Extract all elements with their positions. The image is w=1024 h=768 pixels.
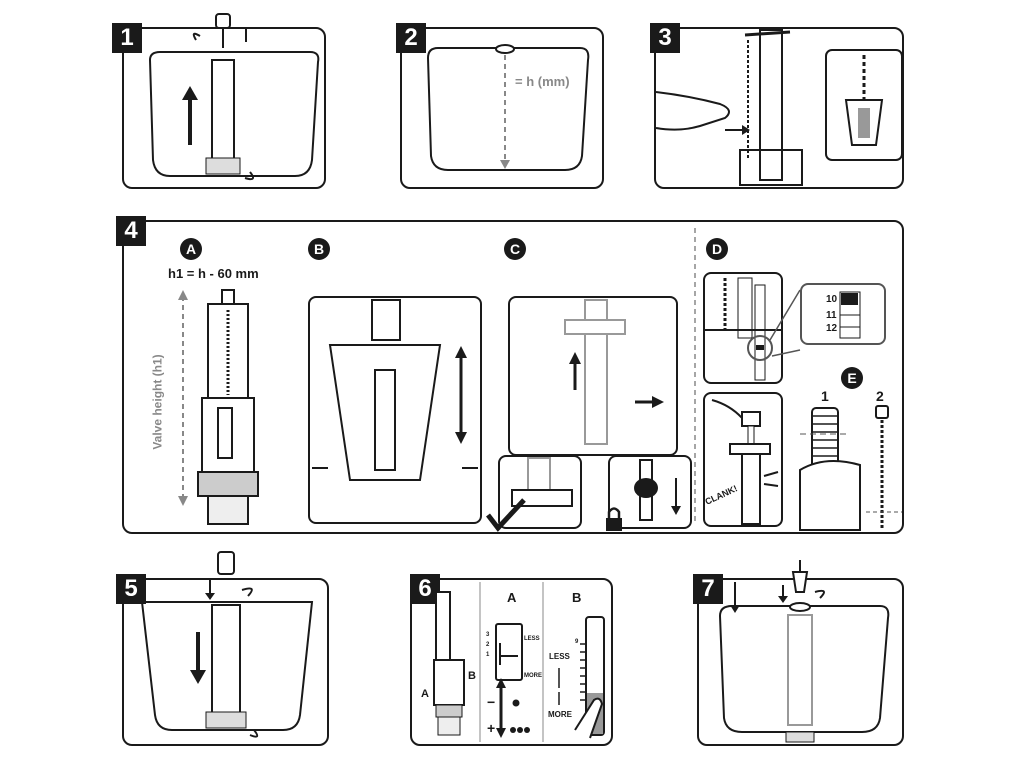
- checkmark-icon: [486, 498, 526, 532]
- plus-label: +: [487, 720, 496, 736]
- minus-label: −: [487, 694, 496, 710]
- step-6-badge: 6: [410, 574, 440, 604]
- scale-10: 10: [826, 294, 838, 305]
- a-more-label: MORE: [524, 673, 542, 679]
- padlock-icon: [606, 507, 622, 531]
- scale-a-1: 1: [486, 652, 490, 658]
- water-drop-icons: [510, 699, 530, 733]
- step-7-badge: 7: [693, 574, 723, 604]
- sub-d-badge: D: [706, 238, 728, 260]
- step-3-badge: 3: [650, 23, 680, 53]
- step-2-badge: 2: [396, 23, 426, 53]
- b-more-label: MORE: [548, 710, 572, 719]
- scale-a-2: 2: [486, 642, 490, 648]
- valve-label-a: A: [421, 688, 429, 700]
- step-1-badge: 1: [112, 23, 142, 53]
- sub-c-badge: C: [504, 238, 526, 260]
- step-4-badge: 4: [116, 216, 146, 246]
- section-a-title: A: [507, 590, 517, 605]
- sub-a-badge: A: [180, 238, 202, 260]
- scale-b-9: 9: [575, 639, 579, 645]
- scale-a-3: 3: [486, 632, 490, 638]
- sub-b-badge: B: [308, 238, 330, 260]
- height-formula: h1 = h - 60 mm: [168, 266, 259, 281]
- valve-label-b: B: [468, 670, 476, 682]
- scale-11: 11: [826, 310, 837, 321]
- step-5-badge: 5: [116, 574, 146, 604]
- height-label: = h (mm): [515, 74, 570, 89]
- option-2-label: 2: [876, 388, 884, 404]
- scale-12: 12: [826, 323, 838, 334]
- sub-e-badge: E: [841, 367, 863, 389]
- option-1-label: 1: [821, 388, 829, 404]
- section-b-title: B: [572, 590, 582, 605]
- b-less-label: LESS: [549, 652, 570, 661]
- a-less-label: LESS: [524, 636, 540, 642]
